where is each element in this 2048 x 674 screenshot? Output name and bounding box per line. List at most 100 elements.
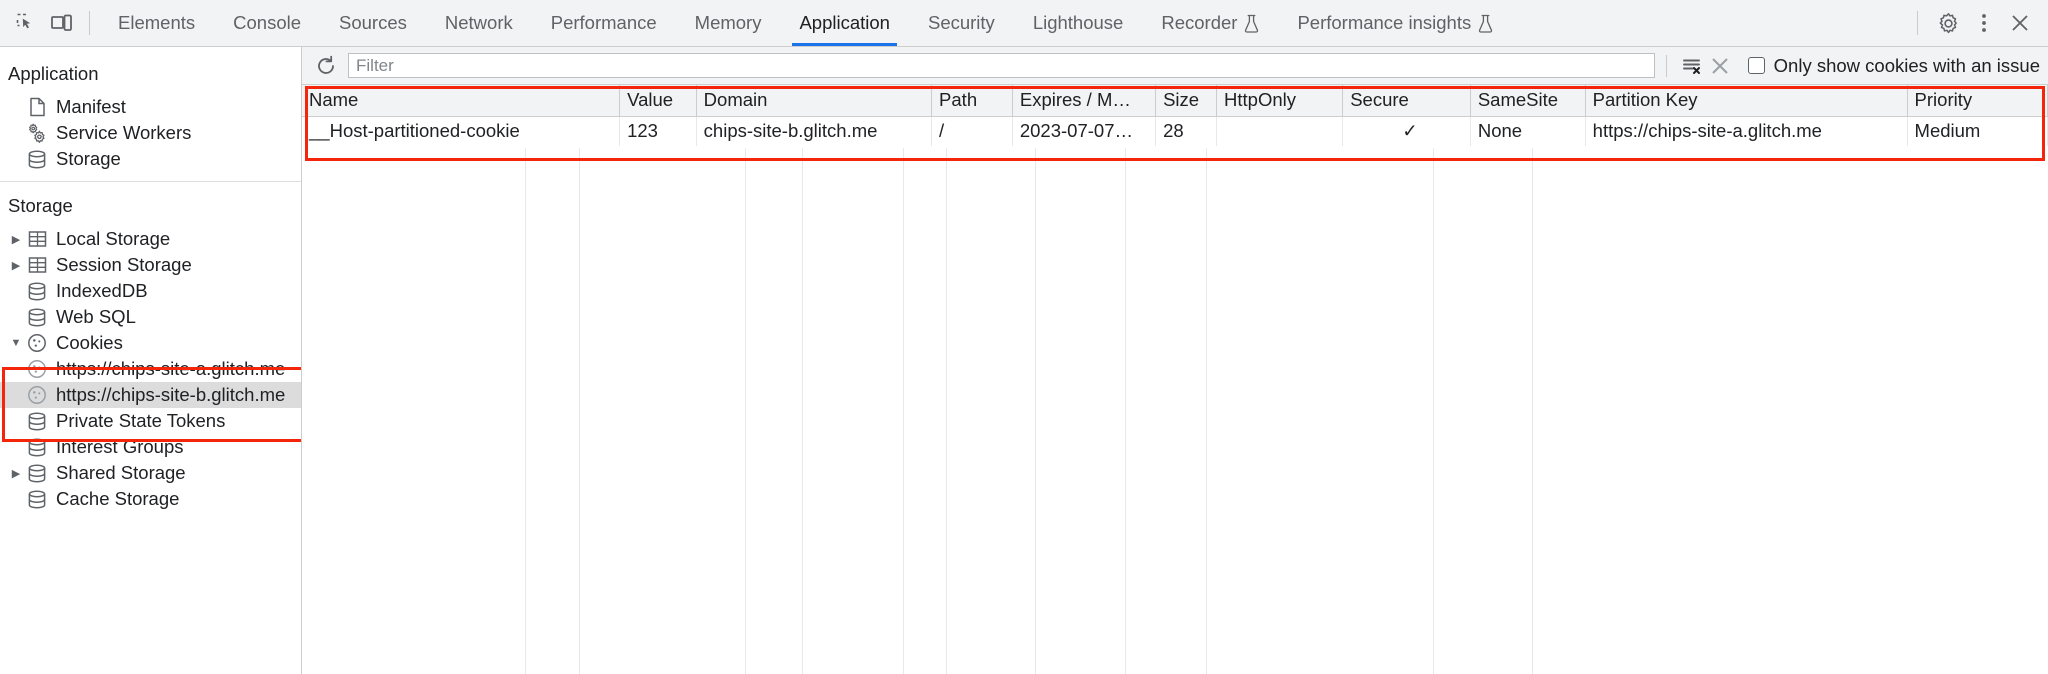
column-header-value[interactable]: Value [619, 85, 697, 117]
cell-httponly[interactable] [1216, 116, 1344, 146]
cookies-table-container: Name Value Domain Path Expires / M… Size… [302, 85, 2048, 674]
service-workers-gears-icon [24, 122, 50, 144]
chevron-right-icon[interactable]: ▶ [11, 259, 21, 272]
chevron-down-icon[interactable]: ▼ [10, 337, 22, 349]
sidebar-item-label: Session Storage [56, 254, 192, 275]
cell-partition-key[interactable]: https://chips-site-a.glitch.me [1585, 116, 1908, 146]
sidebar-item-cache-storage[interactable]: Cache Storage [0, 486, 301, 512]
tab-label: Network [444, 12, 513, 33]
sidebar-item-storage[interactable]: Storage [0, 146, 301, 172]
checkbox-box[interactable] [1747, 57, 1765, 74]
column-header-priority[interactable]: Priority [1907, 85, 2048, 117]
tab-label: Recorder [1161, 12, 1238, 33]
sidebar-divider [0, 181, 301, 182]
application-sidebar: Application Manifest [0, 47, 302, 674]
tab-console[interactable]: Console [214, 0, 320, 46]
clear-filters-icon[interactable] [1678, 53, 1706, 79]
sidebar-item-local-storage[interactable]: ▶ Local Storage [0, 226, 301, 252]
sidebar-item-label: Shared Storage [56, 462, 186, 483]
cookie-icon [24, 358, 50, 380]
toolbar-divider [1917, 11, 1918, 35]
sidebar-section-storage-title: Storage [8, 195, 73, 216]
tab-label: Lighthouse [1032, 12, 1124, 33]
cookies-table-header: Name Value Domain Path Expires / M… Size… [302, 85, 2048, 117]
sidebar-item-label: IndexedDB [56, 280, 148, 301]
filter-input[interactable] [348, 53, 1655, 78]
database-icon [24, 280, 50, 302]
tab-label: Performance [550, 12, 657, 33]
inspect-element-icon[interactable] [8, 6, 44, 40]
chevron-right-icon[interactable]: ▶ [11, 233, 21, 246]
tab-label: Security [927, 12, 995, 33]
cell-expires[interactable]: 2023-07-07… [1012, 116, 1157, 146]
column-header-secure[interactable]: Secure [1342, 85, 1471, 117]
column-header-expires[interactable]: Expires / M… [1012, 85, 1157, 117]
cookies-panel: Only show cookies with an issue Name [302, 47, 2048, 674]
column-header-path[interactable]: Path [931, 85, 1013, 117]
tab-sources[interactable]: Sources [320, 0, 426, 46]
sidebar-item-label: Local Storage [56, 228, 171, 249]
database-icon [24, 148, 50, 170]
tab-label: Memory [694, 12, 762, 33]
chevron-right-icon[interactable]: ▶ [11, 467, 21, 480]
gear-icon[interactable] [1930, 6, 1966, 40]
column-header-partition-key[interactable]: Partition Key [1585, 85, 1908, 117]
sidebar-item-session-storage[interactable]: ▶ Session Storage [0, 252, 301, 278]
devtools-body: Application Manifest [0, 47, 2048, 674]
column-header-httponly[interactable]: HttpOnly [1216, 85, 1344, 117]
sidebar-item-cookie-origin-b[interactable]: https://chips-site-b.glitch.me [0, 382, 301, 408]
cell-priority[interactable]: Medium [1907, 116, 2048, 146]
sidebar-item-manifest[interactable]: Manifest [0, 94, 301, 120]
column-header-name[interactable]: Name [302, 85, 621, 117]
cell-domain[interactable]: chips-site-b.glitch.me [696, 116, 933, 146]
sidebar-item-cookies[interactable]: ▼ Cookies [0, 330, 301, 356]
sidebar-item-cookie-origin-a[interactable]: https://chips-site-a.glitch.me [0, 356, 301, 382]
tab-lighthouse[interactable]: Lighthouse [1014, 0, 1143, 46]
cookie-icon [24, 384, 50, 406]
more-options-icon[interactable] [1966, 6, 2002, 40]
cookies-table: Name Value Domain Path Expires / M… Size… [302, 85, 2048, 146]
checkbox-label: Only show cookies with an issue [1773, 54, 2040, 76]
column-header-domain[interactable]: Domain [696, 85, 933, 117]
tab-elements[interactable]: Elements [99, 0, 214, 46]
tab-network[interactable]: Network [426, 0, 532, 46]
device-toolbar-icon[interactable] [44, 6, 80, 40]
sidebar-item-label: Interest Groups [56, 436, 184, 457]
sidebar-item-interest-groups[interactable]: Interest Groups [0, 434, 301, 460]
refresh-icon[interactable] [311, 52, 341, 80]
sidebar-item-shared-storage[interactable]: ▶ Shared Storage [0, 460, 301, 486]
panel-tabs: Elements Console Sources Network Perform… [99, 0, 1512, 46]
cell-value[interactable]: 123 [619, 116, 697, 146]
only-show-issues-checkbox[interactable]: Only show cookies with an issue [1747, 54, 2040, 77]
sidebar-item-indexeddb[interactable]: IndexedDB [0, 278, 301, 304]
sidebar-item-label: Private State Tokens [56, 410, 226, 431]
tab-performance-insights[interactable]: Performance insights [1278, 0, 1512, 46]
clear-all-cookies-icon[interactable] [1706, 53, 1734, 79]
sidebar-item-label: Storage [56, 148, 121, 169]
column-header-samesite[interactable]: SameSite [1470, 85, 1586, 117]
table-icon [24, 254, 50, 276]
sidebar-item-service-workers[interactable]: Service Workers [0, 120, 301, 146]
experiment-flask-icon [1478, 14, 1493, 33]
table-row[interactable]: __Host-partitioned-cookie 123 chips-site… [302, 116, 2048, 146]
cell-name[interactable]: __Host-partitioned-cookie [302, 116, 621, 146]
cell-secure[interactable]: ✓ [1342, 116, 1471, 146]
tab-application[interactable]: Application [780, 0, 909, 46]
sidebar-item-label: Manifest [56, 96, 126, 117]
sidebar-item-private-state-tokens[interactable]: Private State Tokens [0, 408, 301, 434]
cookies-table-body: __Host-partitioned-cookie 123 chips-site… [302, 116, 2048, 146]
cell-size[interactable]: 28 [1155, 116, 1218, 146]
tab-security[interactable]: Security [909, 0, 1014, 46]
tab-memory[interactable]: Memory [676, 0, 781, 46]
sidebar-item-label: Cookies [56, 332, 123, 353]
column-header-size[interactable]: Size [1155, 85, 1218, 117]
tab-recorder[interactable]: Recorder [1142, 0, 1278, 46]
cell-path[interactable]: / [931, 116, 1013, 146]
sidebar-section-application-title: Application [8, 63, 99, 84]
manifest-document-icon [24, 96, 50, 118]
close-icon[interactable] [2002, 6, 2038, 40]
cell-samesite[interactable]: None [1470, 116, 1586, 146]
tab-label: Performance insights [1297, 12, 1472, 33]
tab-performance[interactable]: Performance [532, 0, 676, 46]
sidebar-item-web-sql[interactable]: Web SQL [0, 304, 301, 330]
